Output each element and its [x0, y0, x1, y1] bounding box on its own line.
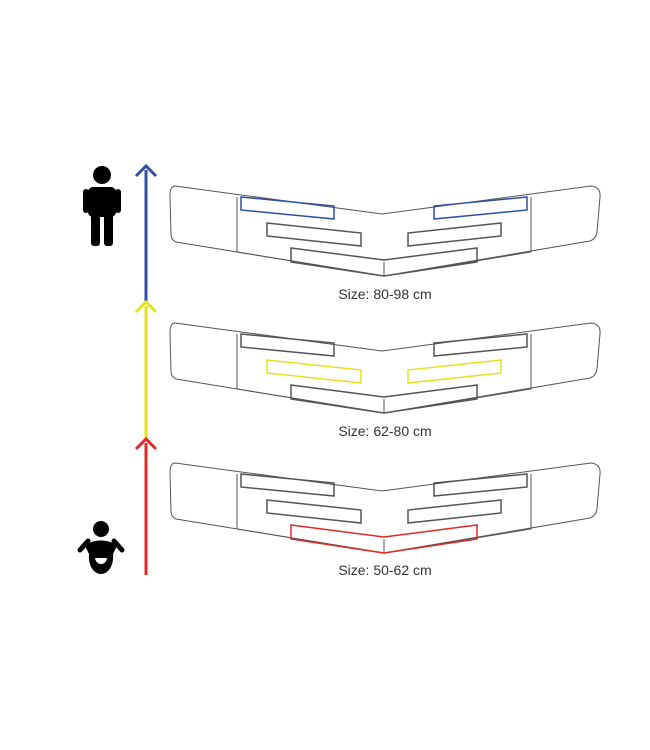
size-label-small: Size: 50-62 cm — [338, 562, 432, 578]
size-label-large: Size: 80-98 cm — [338, 286, 432, 302]
belt-small — [169, 462, 601, 554]
adult-figure-icon — [83, 166, 121, 246]
baby-figure-icon — [77, 521, 125, 574]
size-arrow-axis — [134, 163, 158, 575]
size-label-medium: Size: 62-80 cm — [338, 423, 432, 439]
belt-large — [169, 185, 601, 277]
belt-medium — [169, 322, 601, 414]
